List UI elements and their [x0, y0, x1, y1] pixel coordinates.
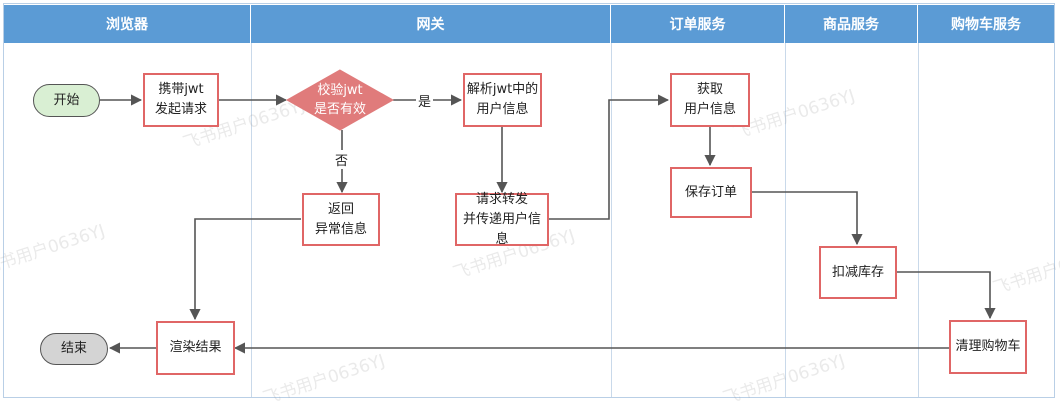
edge-save-to-deduct: [752, 191, 863, 246]
get-user-info-node: 获取 用户信息: [670, 73, 750, 127]
lane-header-gateway: 网关: [251, 5, 611, 43]
lane-header-order-service: 订单服务: [611, 5, 785, 43]
deduct-stock-node: 扣减库存: [819, 246, 897, 299]
edge-return-to-render: [189, 218, 301, 321]
clear-cart-node: 清理购物车: [949, 320, 1027, 374]
forward-request-node: 请求转发 并传递用户信息: [455, 192, 549, 247]
lane-header-browser: 浏览器: [4, 5, 251, 43]
lane-separator: [918, 43, 919, 397]
lane-header-product-service: 商品服务: [785, 5, 918, 43]
lane-separator: [785, 43, 786, 397]
edge-label-yes: 是: [416, 91, 434, 110]
carry-jwt-node: 携带jwt 发起请求: [143, 73, 219, 127]
return-error-node: 返回 异常信息: [302, 193, 380, 246]
lane-separator: [251, 43, 252, 397]
lane-separator: [611, 43, 612, 397]
edge-forward-to-get-user: [549, 94, 670, 220]
decision-diamond: [285, 69, 395, 131]
end-node: 结束: [40, 333, 108, 365]
save-order-node: 保存订单: [670, 167, 752, 218]
edge-deduct-to-clear: [897, 271, 996, 320]
render-result-node: 渲染结果: [156, 321, 235, 375]
edge-label-no: 否: [333, 150, 351, 169]
verify-jwt-label: 校验jwt 是否有效: [313, 83, 366, 117]
start-node: 开始: [33, 84, 100, 117]
parse-jwt-node: 解析jwt中的 用户信息: [463, 73, 542, 127]
lane-header-cart-service: 购物车服务: [918, 5, 1054, 43]
